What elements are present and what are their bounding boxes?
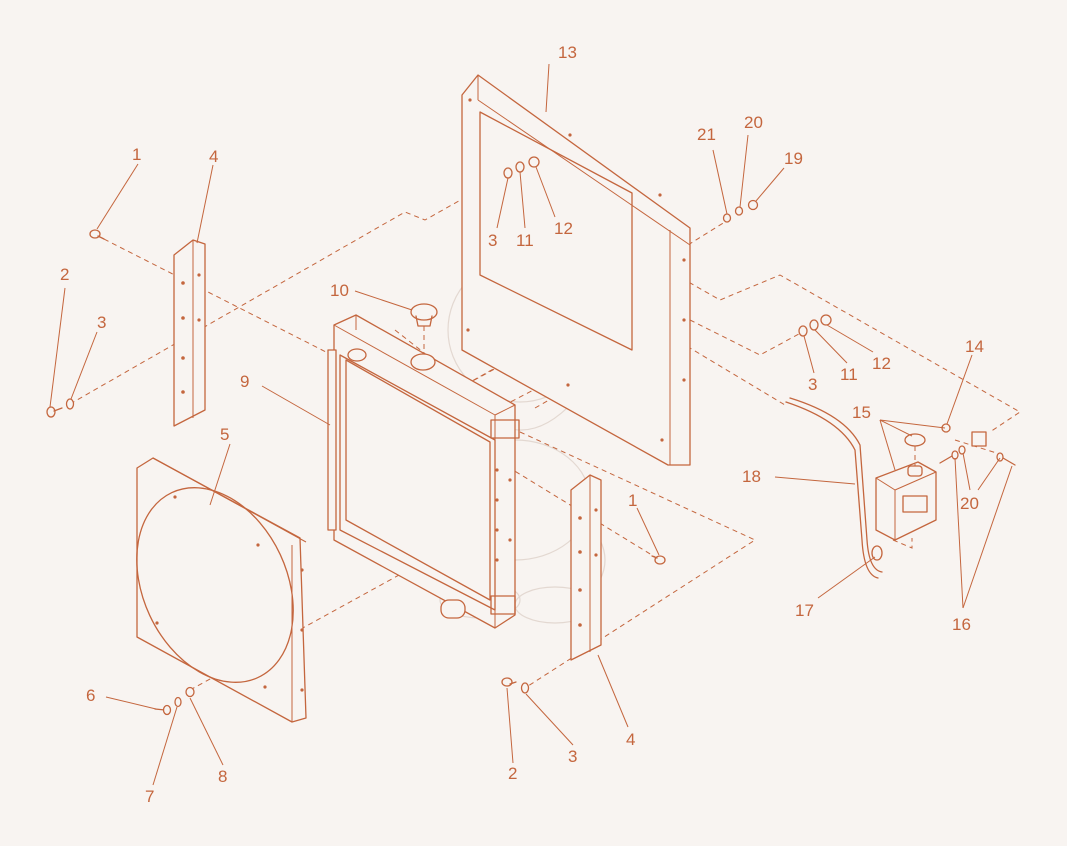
callout-19: 19 xyxy=(784,149,803,168)
nut-12-upper xyxy=(528,156,540,168)
bolt-1-upper xyxy=(89,229,105,240)
callout-3-lower: 3 xyxy=(568,747,577,766)
callout-9: 9 xyxy=(240,372,249,391)
callout-15: 15 xyxy=(852,403,871,422)
callout-6: 6 xyxy=(86,686,95,705)
callout-5: 5 xyxy=(220,425,229,444)
bracket-upper-left xyxy=(173,239,206,427)
callout-1-upper: 1 xyxy=(132,145,141,164)
callout-12-right: 12 xyxy=(872,354,891,373)
callout-2-lower: 2 xyxy=(508,764,517,783)
washer-11-upper xyxy=(515,161,525,173)
radiator-core xyxy=(327,314,520,629)
bracket-lower-right xyxy=(570,474,602,661)
nut-12-right xyxy=(820,314,832,326)
callout-8: 8 xyxy=(218,767,227,786)
callout-3-left: 3 xyxy=(97,313,106,332)
bolt-2-left xyxy=(46,406,63,418)
bolt-16-a xyxy=(939,450,959,464)
nut-8 xyxy=(185,686,195,698)
washer-21 xyxy=(722,213,732,223)
callout-3-right: 3 xyxy=(808,375,817,394)
callout-20-lower: 20 xyxy=(960,494,979,513)
callout-18: 18 xyxy=(742,467,761,486)
callout-10: 10 xyxy=(330,281,349,300)
overflow-hose xyxy=(785,397,883,579)
washer-3-upper xyxy=(503,167,513,179)
leader-lines xyxy=(49,63,1013,786)
washer-7 xyxy=(174,696,182,708)
callout-13: 13 xyxy=(558,43,577,62)
washer-20-upper xyxy=(734,206,744,216)
bolt-16-b xyxy=(996,452,1016,466)
callout-11-right: 11 xyxy=(840,365,858,384)
callout-11-upper: 11 xyxy=(516,231,534,250)
callout-1-lower: 1 xyxy=(628,491,637,510)
bolt-1-lower xyxy=(651,555,666,565)
nut-19 xyxy=(747,199,759,211)
washer-20-lower xyxy=(958,445,966,455)
radiator-cap xyxy=(410,303,438,352)
washer-3-left xyxy=(65,398,75,410)
callout-20-upper: 20 xyxy=(744,113,763,132)
fan-shroud xyxy=(136,457,307,723)
callout-2-left: 2 xyxy=(60,265,69,284)
bolt-6 xyxy=(154,704,172,716)
callout-17: 17 xyxy=(795,601,814,620)
washer-11-right xyxy=(809,319,819,331)
callout-7: 7 xyxy=(145,787,154,806)
washer-3-right xyxy=(798,325,808,337)
callout-12-upper: 12 xyxy=(554,219,573,238)
callout-4-upper: 4 xyxy=(209,147,218,166)
coolant-reservoir xyxy=(875,431,987,541)
callout-labels: 13 21 20 19 1 4 3 11 12 2 3 10 3 11 12 1… xyxy=(60,43,984,806)
callout-14: 14 xyxy=(965,337,984,356)
callout-4-lower: 4 xyxy=(626,730,635,749)
callout-16: 16 xyxy=(952,615,971,634)
callout-21: 21 xyxy=(697,125,716,144)
callout-3-upper: 3 xyxy=(488,231,497,250)
washer-3-lower xyxy=(520,682,530,694)
bolt-2-lower xyxy=(501,677,517,687)
